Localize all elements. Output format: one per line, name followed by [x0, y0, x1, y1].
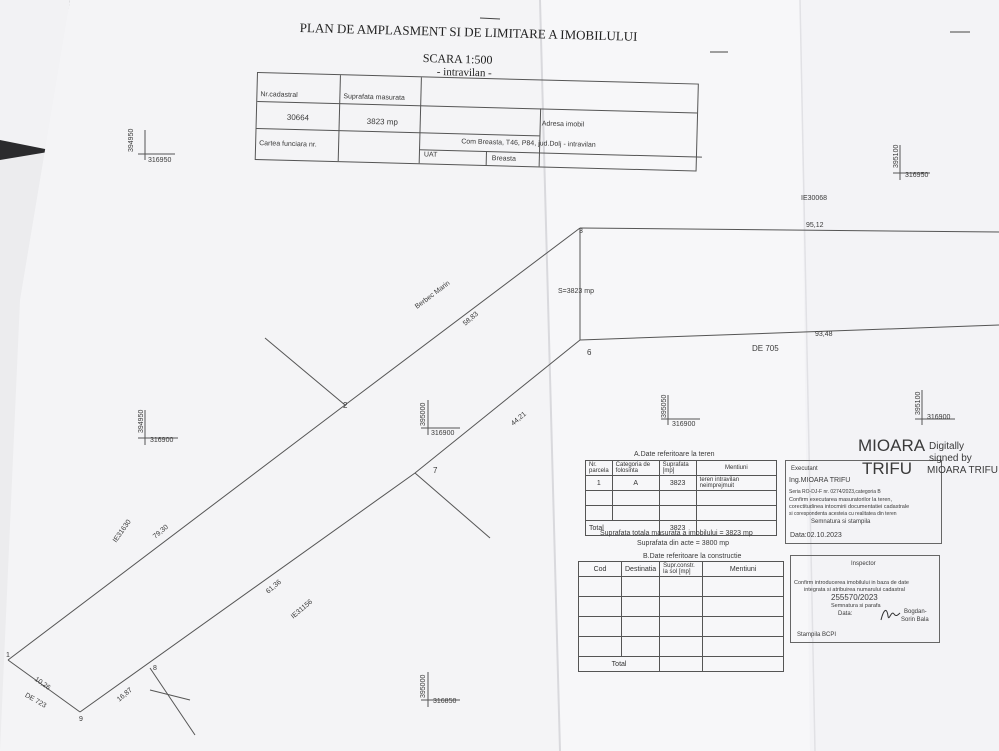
plot-area: S=3823 mp: [558, 288, 594, 295]
table-a-cell-categ: A: [611, 475, 660, 491]
table-a-header-mentiuni: Mentiuni: [695, 460, 778, 476]
executant-semnatura: Semnatura si stampila: [811, 519, 871, 525]
uat-value: Breasta: [491, 155, 517, 163]
inspector-number: 255570/2023: [831, 593, 878, 602]
point-1: 1: [6, 652, 10, 659]
table-row: [585, 505, 778, 521]
distance-3-top: 95,12: [806, 222, 824, 229]
table-b-header-supr: Supr.constr. la sol [mp]: [659, 561, 704, 577]
inspector-semnatura: Semnatura si parafa: [831, 603, 881, 609]
inspector-label: Inspector: [851, 561, 876, 567]
grid-y-ml: 394950: [138, 409, 145, 433]
table-a-note-acte: Suprafata din acte = 3800 mp: [637, 540, 730, 547]
table-a-cell-nr: 1: [585, 475, 613, 491]
signature-name-1: MIOARA: [858, 436, 926, 455]
header-table: Nr.cadastral Suprafata masurata Adresa i…: [254, 72, 702, 172]
grid-x-tr: 316950: [905, 172, 929, 179]
point-8: 8: [153, 665, 157, 672]
nr-cadastral-value: 30664: [286, 112, 310, 123]
nr-cadastral-label: Nr.cadastral: [260, 91, 298, 100]
table-b: Cod Destinatia Supr.constr. la sol [mp] …: [577, 561, 784, 672]
table-a-header-nr: Nr. parcela: [585, 460, 613, 476]
executant-confirm-2: corectitudinea intocmirii documentatiei …: [789, 504, 910, 510]
inspector-box: Inspector Confirm introducerea imobilulu…: [790, 555, 940, 643]
table-a-cell-mentiuni: teren intravilan neimprejmuit: [695, 475, 778, 491]
table-row: Total 3823: [585, 520, 778, 536]
executant-confirm-3: si corespondenta acesteia cu realitatea …: [789, 511, 897, 517]
plan-scale: SCARA 1:500: [422, 51, 493, 67]
executant-box: Executant Ing.MIOARA TRIFU Seria RO-DJ-F…: [785, 460, 942, 544]
inspector-name-1: Bogdan-: [904, 609, 927, 615]
table-b-header-destinatia: Destinatia: [620, 561, 661, 577]
signature-digital-2: signed by: [929, 453, 972, 464]
table-row: [578, 616, 784, 637]
grid-y-mr: 395050: [661, 394, 668, 418]
inspector-text-2: integrata si atribuirea numarului cadast…: [804, 587, 905, 593]
suprafata-value: 3823 mp: [366, 116, 398, 127]
grid-y-mc: 395000: [420, 402, 427, 426]
table-row: Total: [577, 656, 784, 672]
road-right: DE 705: [752, 344, 779, 353]
point-6: 6: [587, 348, 592, 357]
executant-confirm-1: Confirm executarea masuratorilor la tere…: [789, 497, 893, 503]
table-row: [585, 490, 778, 506]
table-a-header-supr: Suprafata [mp]: [658, 460, 697, 476]
inspector-stamp: Stampila BCPI: [797, 632, 837, 638]
table-b-title: B.Date referitoare la constructie: [643, 553, 742, 560]
point-7: 7: [433, 466, 438, 475]
grid-y-tr: 395100: [893, 144, 900, 168]
grid-y-mrr: 395100: [915, 391, 922, 415]
grid-y-tl: 394950: [128, 128, 135, 152]
executant-data: Data:02.10.2023: [790, 532, 842, 539]
inspector-signature-scribble: [880, 610, 901, 621]
adresa-label: Adresa imobil: [541, 120, 585, 129]
table-row: [578, 636, 784, 657]
executant-label: Executant: [791, 466, 818, 472]
grid-x-mr: 316900: [672, 421, 696, 428]
point-3: 3: [579, 228, 583, 235]
grid-x-bc: 316850: [433, 698, 457, 705]
table-row: [578, 596, 784, 617]
table-a: Nr. parcela Categoria de folosinta Supra…: [585, 460, 778, 536]
table-row: 1 A 3823 teren intravilan neimprejmuit: [585, 475, 778, 491]
signature-name-2: TRIFU: [862, 459, 913, 478]
table-a-cell-supr: 3823: [658, 475, 697, 491]
table-b-total-label: Total: [577, 656, 661, 672]
grid-x-ml: 316900: [150, 437, 174, 444]
grid-x-tl: 316950: [148, 157, 172, 164]
table-b-header-mentiuni: Mentiuni: [702, 561, 784, 577]
uat-label: UAT: [423, 151, 438, 159]
grid-x-mc: 316900: [431, 430, 455, 437]
inspector-name-2: Sorin Bala: [901, 617, 929, 623]
point-9: 9: [79, 716, 83, 723]
grid-x-mrr: 316900: [927, 414, 951, 421]
table-a-title: A.Date referitoare la teren: [634, 451, 715, 458]
neighbor-ie-top: IE30068: [801, 195, 828, 202]
carte-label: Cartea funciara nr.: [259, 140, 317, 149]
grid-y-bc: 395000: [420, 674, 427, 698]
signature-digital-3: MIOARA TRIFU: [927, 465, 998, 476]
inspector-text-1: Confirm introducerea imobilului in baza …: [794, 580, 909, 586]
executant-serie: Seria RO-DJ-F nr. 0274/2023,categoria B: [789, 489, 881, 495]
inspector-data: Data:: [838, 611, 853, 617]
table-a-note-total: Suprafata totala masurata a imobilului =…: [600, 530, 753, 537]
table-a-header-categ: Categoria de folosinta: [611, 460, 660, 476]
table-row: [578, 576, 784, 597]
signature-digital-1: Digitally: [929, 441, 965, 452]
table-b-header-cod: Cod: [578, 561, 622, 577]
executant-name: Ing.MIOARA TRIFU: [789, 477, 851, 484]
distance-6-right: 93,48: [815, 331, 833, 338]
point-2: 2: [343, 401, 348, 410]
